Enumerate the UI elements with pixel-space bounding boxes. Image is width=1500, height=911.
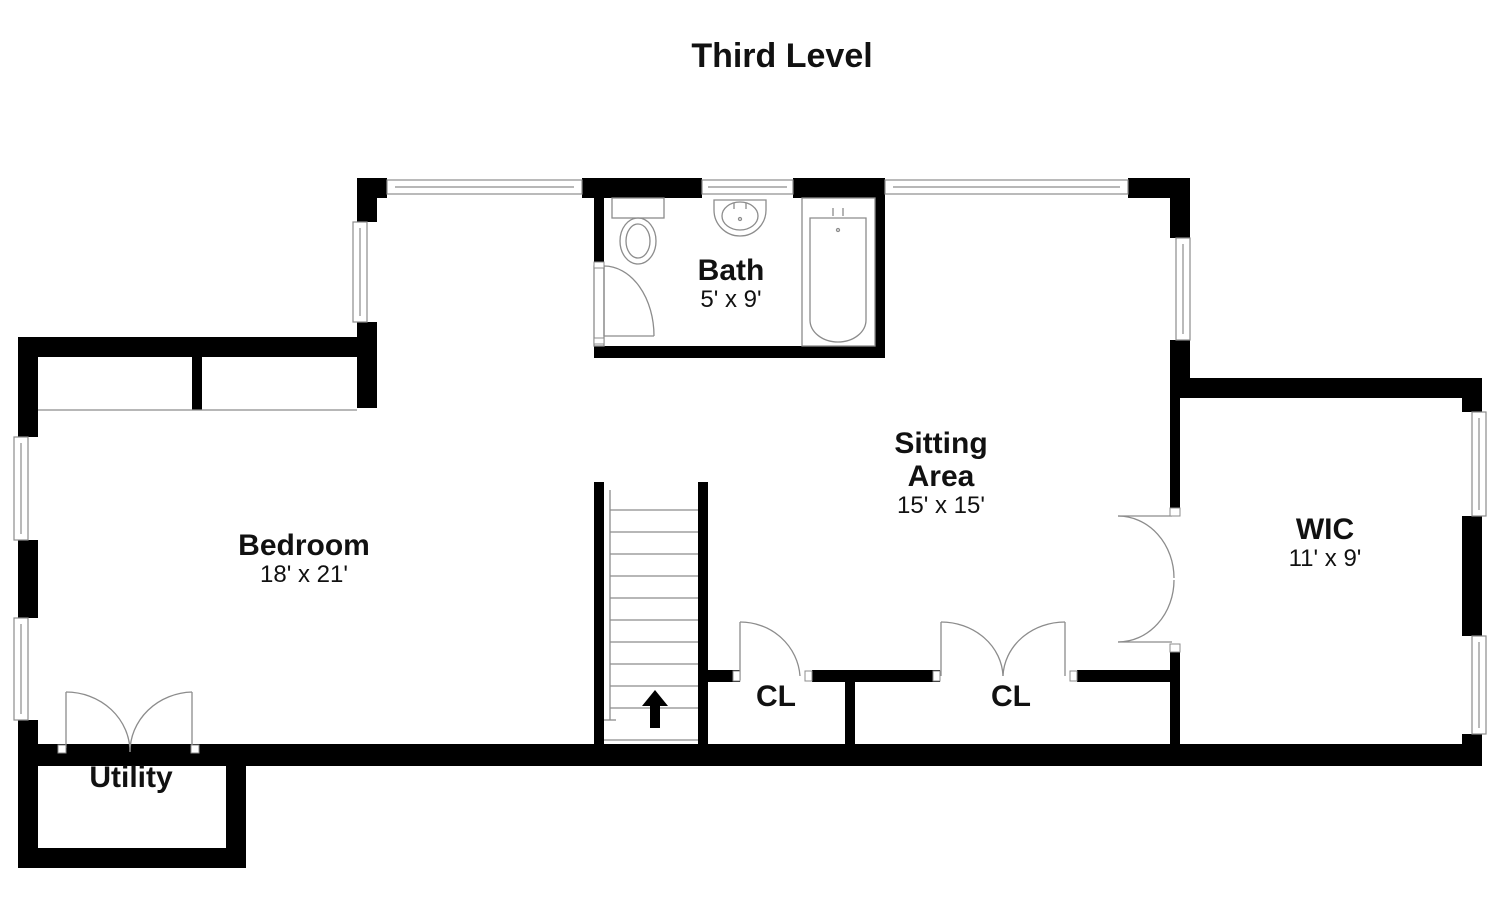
wall xyxy=(582,178,702,198)
wall xyxy=(812,670,940,682)
staircase xyxy=(604,490,698,741)
window xyxy=(386,179,583,195)
wall xyxy=(192,355,202,410)
wall xyxy=(1077,670,1172,682)
bedroom-label: Bedroom xyxy=(238,529,370,562)
wall xyxy=(1170,378,1482,398)
wall xyxy=(18,337,377,357)
closet-right-label: CL xyxy=(991,680,1031,713)
wall xyxy=(18,720,38,868)
bath-size: 5' x 9' xyxy=(700,286,761,313)
wall xyxy=(793,178,885,198)
wall xyxy=(18,848,246,868)
wall xyxy=(875,178,885,358)
wic-label: WIC xyxy=(1296,513,1354,546)
wall xyxy=(18,337,38,437)
wall xyxy=(197,744,246,754)
sitting-label-line2: Area xyxy=(908,460,975,493)
sitting-size: 15' x 15' xyxy=(897,492,985,519)
sink-icon xyxy=(713,199,767,237)
wall xyxy=(1170,652,1180,766)
window xyxy=(1471,635,1487,735)
wic-size: 11' x 9' xyxy=(1289,545,1362,572)
closet-door-left[interactable] xyxy=(739,621,801,680)
bath-label: Bath xyxy=(698,254,765,287)
wall xyxy=(1170,178,1190,238)
wall xyxy=(1170,378,1180,516)
wall xyxy=(357,322,377,408)
wall xyxy=(1462,516,1482,636)
wall xyxy=(594,198,604,266)
fixtures xyxy=(38,197,1175,753)
wall xyxy=(594,346,885,358)
wall xyxy=(38,744,66,754)
closet-door-right[interactable] xyxy=(940,621,1066,677)
window xyxy=(352,221,368,323)
stair-up-arrow-icon xyxy=(642,690,668,728)
wall xyxy=(226,744,246,868)
utility-label: Utility xyxy=(89,761,173,794)
wall xyxy=(594,482,604,746)
closet-left-label: CL xyxy=(756,680,796,713)
wall xyxy=(38,744,1482,766)
wic-door[interactable] xyxy=(1117,515,1175,643)
wall xyxy=(18,540,38,618)
window xyxy=(13,617,29,721)
window xyxy=(13,436,29,541)
door-jambs xyxy=(57,261,1181,754)
wall xyxy=(357,178,377,222)
wall xyxy=(1462,378,1482,412)
window xyxy=(884,179,1129,195)
wall xyxy=(708,670,740,682)
bedroom-size: 18' x 21' xyxy=(260,561,348,588)
walls xyxy=(18,178,1482,868)
sitting-label-line1: Sitting xyxy=(894,427,987,460)
bath-door[interactable] xyxy=(593,265,655,347)
windows xyxy=(13,179,1487,735)
toilet-icon xyxy=(611,197,665,265)
bathtub-icon xyxy=(801,197,876,347)
window xyxy=(1471,411,1487,517)
wall xyxy=(698,482,708,746)
utility-door[interactable] xyxy=(65,691,193,753)
wall xyxy=(845,670,855,746)
window xyxy=(701,179,794,195)
floor-title: Third Level xyxy=(691,37,872,75)
window xyxy=(1175,237,1191,341)
